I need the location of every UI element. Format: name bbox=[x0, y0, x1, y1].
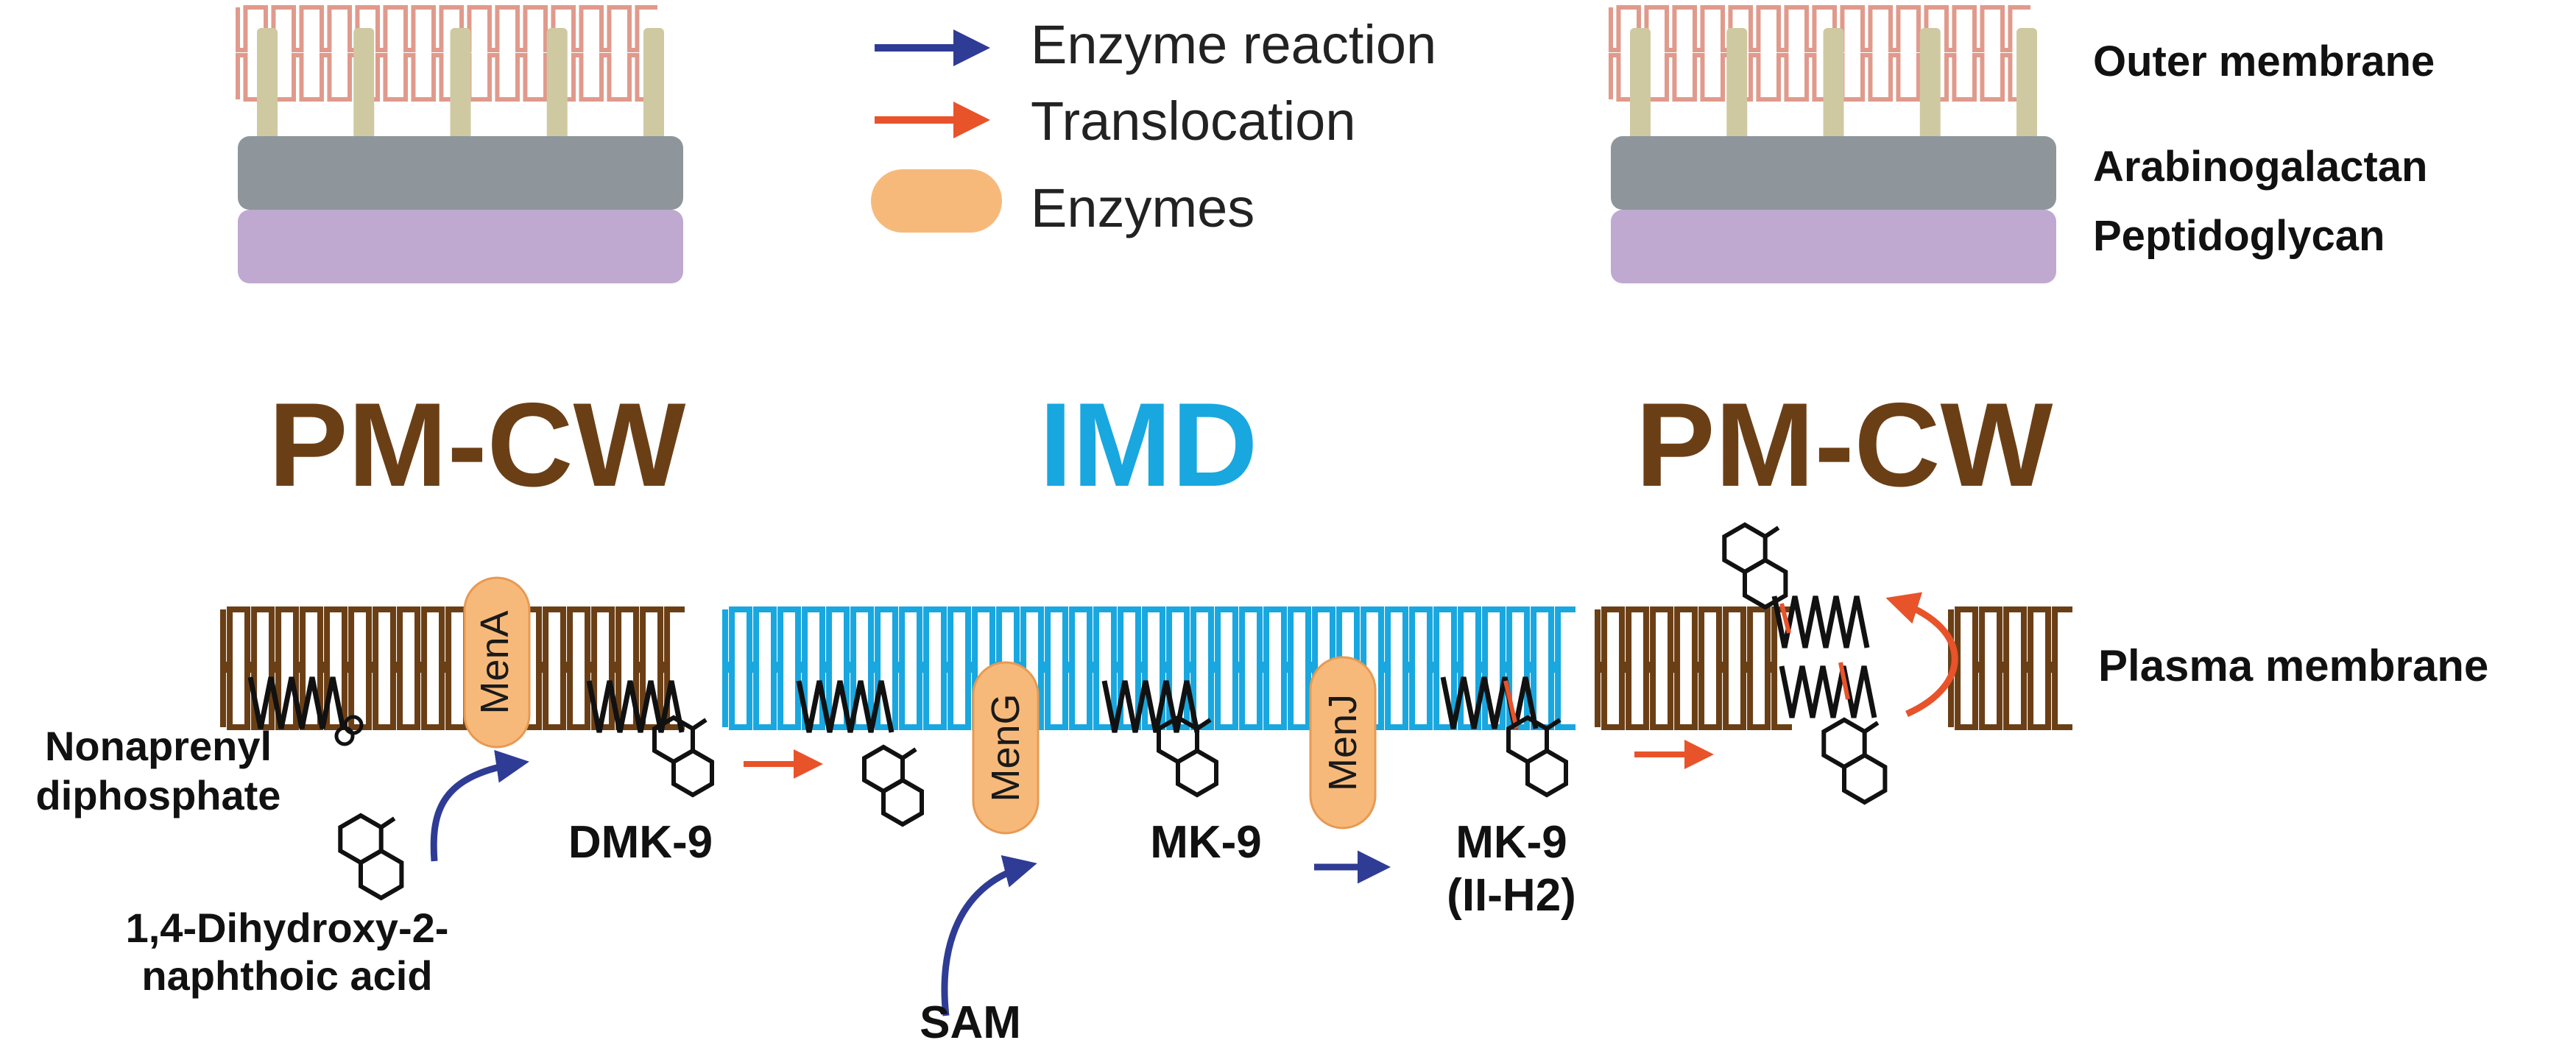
diphosphate-loop-icon bbox=[334, 726, 355, 746]
pm-cw-left-segment-top-leaflet bbox=[220, 606, 685, 668]
mycolic-acid-pillar bbox=[1919, 28, 1941, 146]
mk9h2-ring-icon bbox=[1506, 715, 1568, 798]
plasma-membrane-label: Plasma membrane bbox=[2098, 641, 2488, 690]
dhna-label-line2: naphthoic acid bbox=[141, 952, 432, 999]
arrows bbox=[430, 592, 1958, 1016]
dhna-ring-icon bbox=[338, 813, 404, 901]
saturated-bond-mark bbox=[1503, 680, 1519, 729]
arabinogalactan-layer bbox=[1611, 136, 2056, 210]
mk9h2-lower-ring-icon bbox=[1821, 717, 1888, 805]
mycolic-acid-pillar bbox=[1630, 28, 1651, 146]
cell-wall-left bbox=[236, 5, 683, 283]
legend-enzyme-oval-icon bbox=[871, 169, 1002, 233]
mk9-ring-icon bbox=[1157, 715, 1218, 798]
mk9h2-label-line2: (II-H2) bbox=[1447, 870, 1576, 921]
peptidoglycan-layer bbox=[238, 210, 683, 283]
mycolic-acid-pillar bbox=[353, 28, 375, 146]
outer-membrane-bottom-leaflet bbox=[1609, 53, 2030, 102]
imd-segment-bottom-leaflet bbox=[722, 667, 1575, 730]
outer-membrane-label: Outer membrane bbox=[2093, 38, 2435, 85]
peptidoglycan-layer bbox=[1611, 210, 2056, 283]
mena-reaction-arrow-icon bbox=[430, 749, 529, 862]
outer-membrane-top-leaflet bbox=[1609, 5, 2030, 52]
nonaprenyl-label-line2: diphosphate bbox=[36, 772, 281, 818]
pm-cw-right-segment-b-bottom-leaflet bbox=[1948, 667, 2072, 730]
mk9h2-upper-ring-icon bbox=[1722, 522, 1788, 610]
mycolic-acid-pillar bbox=[257, 28, 278, 146]
legend-enzyme-reaction-label: Enzyme reaction bbox=[1031, 14, 1436, 75]
domain-label-center: IMD bbox=[1040, 378, 1258, 512]
mycolic-acid-pillar bbox=[1726, 28, 1748, 146]
legend-translocation-label: Translocation bbox=[1031, 91, 1355, 152]
mk9-chain-icon bbox=[1101, 680, 1200, 733]
legend: Enzyme reaction Translocation Enzymes bbox=[871, 14, 1436, 238]
enzyme-meng: MenG bbox=[972, 661, 1040, 835]
mk9h2-lower-chain-icon bbox=[1779, 665, 1877, 718]
outer-membrane-bottom-leaflet bbox=[236, 53, 657, 102]
dmk9-chain-icon bbox=[586, 680, 685, 733]
dmk9-label: DMK-9 bbox=[568, 817, 713, 868]
enzyme-menj-label: MenJ bbox=[1321, 694, 1365, 791]
mycolic-acid-pillar bbox=[1823, 28, 1844, 146]
cell-wall-right bbox=[1609, 5, 2056, 283]
mycolic-acid-pillar bbox=[643, 28, 664, 146]
legend-enzymes-label: Enzymes bbox=[1031, 177, 1255, 238]
enzyme-mena: MenA bbox=[463, 576, 531, 749]
arabinogalactan-label: Arabinogalactan bbox=[2093, 143, 2427, 191]
domain-label-left: PM-CW bbox=[269, 378, 686, 512]
enzyme-meng-label: MenG bbox=[984, 693, 1028, 802]
nonaprenyl-chain-icon bbox=[247, 676, 346, 729]
dhna-label-line1: 1,4-Dihydroxy-2- bbox=[126, 905, 449, 951]
outer-membrane-top-leaflet bbox=[236, 5, 657, 52]
mk9h2-label-line1: MK-9 bbox=[1455, 817, 1567, 868]
domain-label-right: PM-CW bbox=[1636, 378, 2053, 512]
arabinogalactan-layer bbox=[238, 136, 683, 210]
mycolic-acid-pillar bbox=[546, 28, 568, 146]
peptidoglycan-label: Peptidoglycan bbox=[2093, 212, 2385, 260]
saturated-bond-mark bbox=[1779, 603, 1791, 634]
imd-segment-top-leaflet bbox=[722, 606, 1575, 668]
dmk9-imd-chain-icon bbox=[796, 680, 894, 733]
dmk9-ring-icon bbox=[652, 715, 714, 798]
nonaprenyl-label-line1: Nonaprenyl bbox=[45, 723, 272, 769]
pm-cw-right-segment-a-top-leaflet bbox=[1595, 606, 1792, 668]
enzyme-menj: MenJ bbox=[1309, 656, 1377, 830]
flip-arrow-icon bbox=[1885, 592, 1958, 718]
molecules bbox=[247, 522, 1888, 901]
mycolic-acid-pillar bbox=[2016, 28, 2037, 146]
pm-cw-right-segment-a-bottom-leaflet bbox=[1595, 667, 1792, 730]
enzyme-mena-label: MenA bbox=[473, 610, 517, 714]
sam-label: SAM bbox=[920, 997, 1021, 1048]
mk9h2-upper-chain-icon bbox=[1771, 595, 1870, 648]
mk9h2-chain-icon bbox=[1440, 676, 1539, 729]
saturated-bond-mark bbox=[1838, 662, 1850, 700]
meng-reaction-arrow-icon bbox=[941, 855, 1037, 1016]
mk9-label: MK-9 bbox=[1150, 817, 1262, 868]
mycolic-acid-pillar bbox=[450, 28, 471, 146]
dmk9-imd-ring-icon bbox=[862, 744, 924, 827]
pm-cw-right-segment-b-top-leaflet bbox=[1948, 606, 2072, 668]
